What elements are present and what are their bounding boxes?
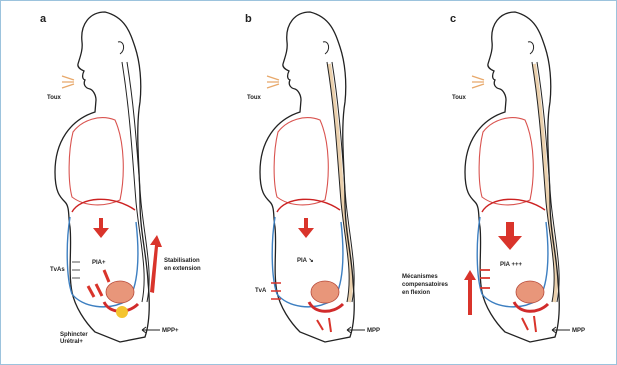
label-pia-c: PIA +++ — [500, 262, 522, 268]
panel-b-letter: b — [245, 13, 252, 25]
label-tva: TvA — [255, 288, 267, 294]
label-toux-b: Toux — [247, 95, 262, 101]
compensation-arrow — [464, 270, 476, 315]
label-mpp-a: MPP+ — [162, 328, 179, 334]
stabilisation-arrow — [150, 235, 162, 293]
label-mpp-c: MPP — [572, 328, 585, 334]
label-pia-a: PIA+ — [92, 260, 106, 266]
panel-b: b Toux PIA ↘ TvA MPP — [245, 12, 380, 342]
label-mec1: Mécanismes — [402, 274, 438, 280]
panel-a-letter: a — [40, 13, 47, 25]
pressure-arrow — [498, 222, 522, 250]
label-sph1: Sphincter — [60, 332, 88, 338]
label-mec2: compensatoires — [402, 282, 449, 288]
label-mec3: en flexion — [402, 290, 430, 296]
label-toux-a: Toux — [47, 95, 62, 101]
label-toux-c: Toux — [452, 95, 467, 101]
pressure-arrow — [298, 218, 314, 238]
panel-a: a Toux TvAs PIA+ Stabilisation en extens… — [40, 12, 201, 345]
label-stab1: Stabilisation — [164, 258, 200, 264]
panel-c: c Toux PIA +++ Mécanismes compensatoires… — [402, 12, 585, 342]
pressure-arrow — [93, 218, 109, 238]
label-tvas: TvAs — [50, 267, 65, 273]
panel-c-letter: c — [450, 13, 456, 25]
label-sph2: Urétral+ — [60, 339, 83, 345]
label-mpp-b: MPP — [367, 328, 380, 334]
label-stab2: en extension — [164, 266, 201, 272]
label-pia-b: PIA ↘ — [297, 258, 313, 264]
